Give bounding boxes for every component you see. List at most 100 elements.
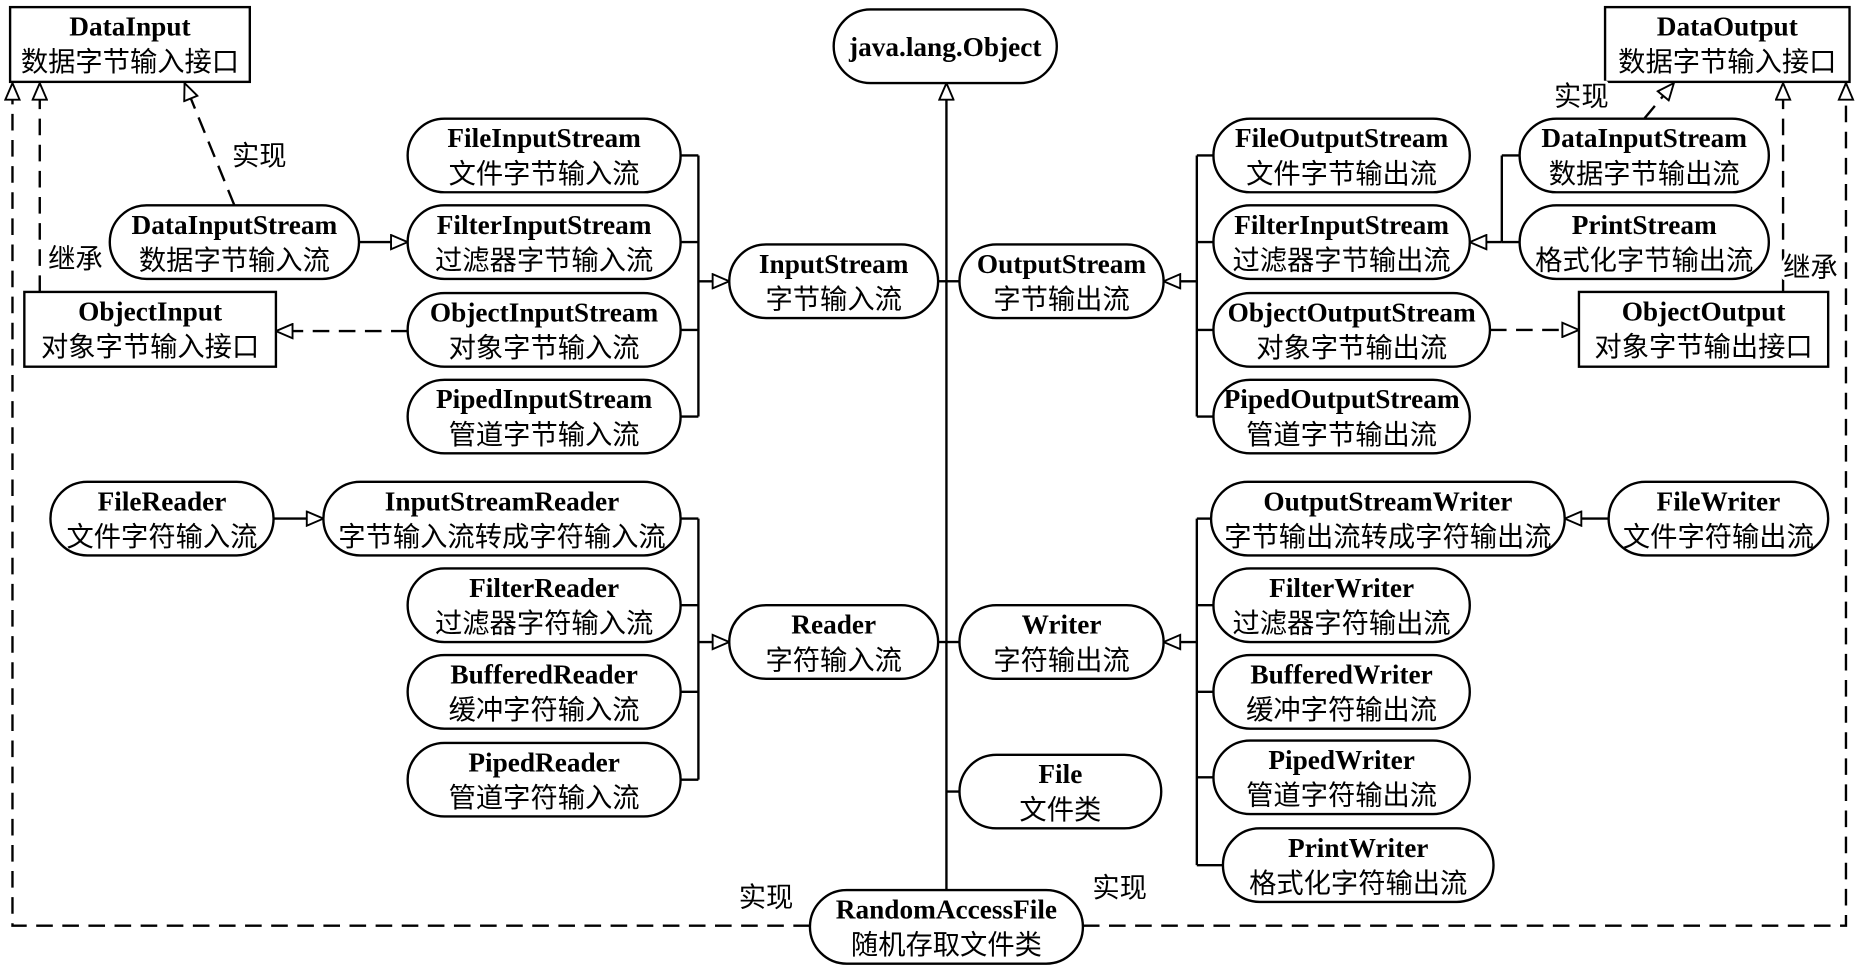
- interface-name: DataInput: [69, 12, 190, 42]
- class-name: java.lang.Object: [848, 32, 1041, 62]
- class-box: [108, 204, 361, 281]
- class-name: FileOutputStream: [1235, 123, 1448, 153]
- class-description: 对象字节输出流: [1256, 333, 1447, 363]
- implementation-edge-data-output-stream-implements-data-output: [1643, 83, 1674, 120]
- interface-name: ObjectOutput: [1622, 296, 1786, 326]
- class-box: [1221, 827, 1495, 904]
- class-object-output-stream: ObjectOutputStream 对象字节输出流: [1212, 291, 1492, 368]
- class-name: OutputStreamWriter: [1263, 486, 1512, 516]
- interface-object-input: ObjectInput 对象字节输入接口: [23, 290, 278, 368]
- interface-name: DataOutput: [1657, 12, 1798, 42]
- class-name: ObjectOutputStream: [1228, 298, 1476, 328]
- class-name: PipedReader: [468, 747, 620, 777]
- interface-name: ObjectInput: [78, 296, 222, 326]
- class-description: 过滤器字节输出流: [1232, 245, 1450, 275]
- class-description: 文件字符输入流: [67, 522, 258, 552]
- interface-data-input: DataInput 数据字节输入接口: [8, 5, 252, 84]
- class-description: 文件类: [1019, 795, 1101, 825]
- class-file: File 文件类: [958, 753, 1163, 830]
- edge-label-random-access-file-implements-output: 实现: [1092, 873, 1147, 903]
- class-name: RandomAccessFile: [836, 895, 1057, 925]
- class-description: 文件字节输入流: [449, 159, 640, 189]
- class-name: InputStreamReader: [385, 486, 619, 516]
- class-description: 过滤器字节输入流: [435, 245, 653, 275]
- interface-description: 数据字节输入接口: [21, 47, 239, 77]
- class-box: [406, 117, 682, 194]
- class-description: 字节输出流: [993, 285, 1129, 315]
- class-description: 管道字符输出流: [1246, 781, 1437, 811]
- class-name: Writer: [1022, 610, 1102, 640]
- class-name: FilterInputStream: [437, 210, 652, 240]
- class-box: [406, 204, 682, 281]
- class-box: [406, 741, 682, 818]
- class-object: java.lang.Object: [832, 8, 1058, 85]
- class-description: 格式化字节输出流: [1535, 245, 1753, 275]
- interface-description: 对象字节输出接口: [1594, 332, 1812, 362]
- class-name: InputStream: [759, 249, 909, 279]
- class-box: [406, 378, 682, 455]
- edge-label-random-access-file-implements-input: 实现: [739, 883, 794, 913]
- class-box: [406, 291, 682, 368]
- class-name: FilterReader: [469, 573, 619, 603]
- class-name: OutputStream: [977, 249, 1147, 279]
- edge-label-data-output-stream-implements: 实现: [1554, 82, 1609, 112]
- class-description: 字节输入流转成字符输入流: [338, 522, 665, 552]
- class-description: 管道字符输入流: [449, 783, 640, 813]
- class-name: DataInputStream: [1541, 123, 1747, 153]
- class-file-input-stream: FileInputStream 文件字节输入流: [406, 117, 682, 194]
- nodes: java.lang.Object DataInput 数据字节输入接口 DataOut…: [8, 5, 1851, 965]
- class-description: 管道字节输出流: [1246, 420, 1437, 450]
- implementation-edge-random-access-file-implements-data-output: [1082, 83, 1846, 927]
- class-name: File: [1038, 759, 1082, 789]
- class-description: 随机存取文件类: [851, 930, 1042, 960]
- class-box: [958, 753, 1163, 830]
- class-box: [1518, 204, 1771, 281]
- class-writer: Writer 字符输出流: [958, 604, 1165, 680]
- class-description: 字符输出流: [993, 645, 1129, 675]
- class-box: [1212, 739, 1471, 816]
- interface-description: 对象字节输入接口: [41, 332, 259, 362]
- class-box: [1212, 117, 1471, 194]
- class-name: BufferedWriter: [1250, 660, 1432, 690]
- class-box: [1518, 117, 1771, 194]
- class-filter-input-stream: FilterInputStream 过滤器字节输入流: [406, 204, 682, 281]
- class-piped-reader: PipedReader 管道字符输入流: [406, 741, 682, 818]
- class-box: [1212, 653, 1471, 730]
- class-object-input-stream: ObjectInputStream 对象字节输入流: [406, 291, 682, 368]
- class-box: [49, 480, 275, 557]
- class-box: [1209, 480, 1566, 557]
- edge-label-data-input-stream-implements: 实现: [232, 141, 287, 171]
- class-description: 过滤器字符输出流: [1232, 609, 1450, 639]
- class-box: [1212, 567, 1471, 644]
- class-box: [728, 604, 940, 680]
- class-description: 对象字节输入流: [449, 333, 640, 363]
- class-box: [1607, 480, 1830, 557]
- class-name: FilterInputStream: [1234, 210, 1449, 240]
- class-description: 过滤器字符输入流: [435, 609, 653, 639]
- class-description: 字节输入流: [765, 285, 901, 315]
- implementation-edge-data-input-stream-implements-data-input: [185, 83, 236, 206]
- class-description: 格式化字符输出流: [1249, 868, 1467, 898]
- class-description: 文件字符输出流: [1623, 522, 1814, 552]
- class-box: [958, 243, 1165, 320]
- class-box: [1212, 204, 1471, 281]
- class-description: 缓冲字符输出流: [1246, 695, 1437, 725]
- class-random-access-file: RandomAccessFile 随机存取文件类: [808, 888, 1085, 965]
- class-name: DataInputStream: [132, 210, 338, 240]
- class-name: ObjectInputStream: [430, 298, 659, 328]
- implementation-edge-random-access-file-implements-data-input: [12, 83, 810, 927]
- class-box: [322, 480, 682, 557]
- class-name: FileInputStream: [447, 123, 641, 153]
